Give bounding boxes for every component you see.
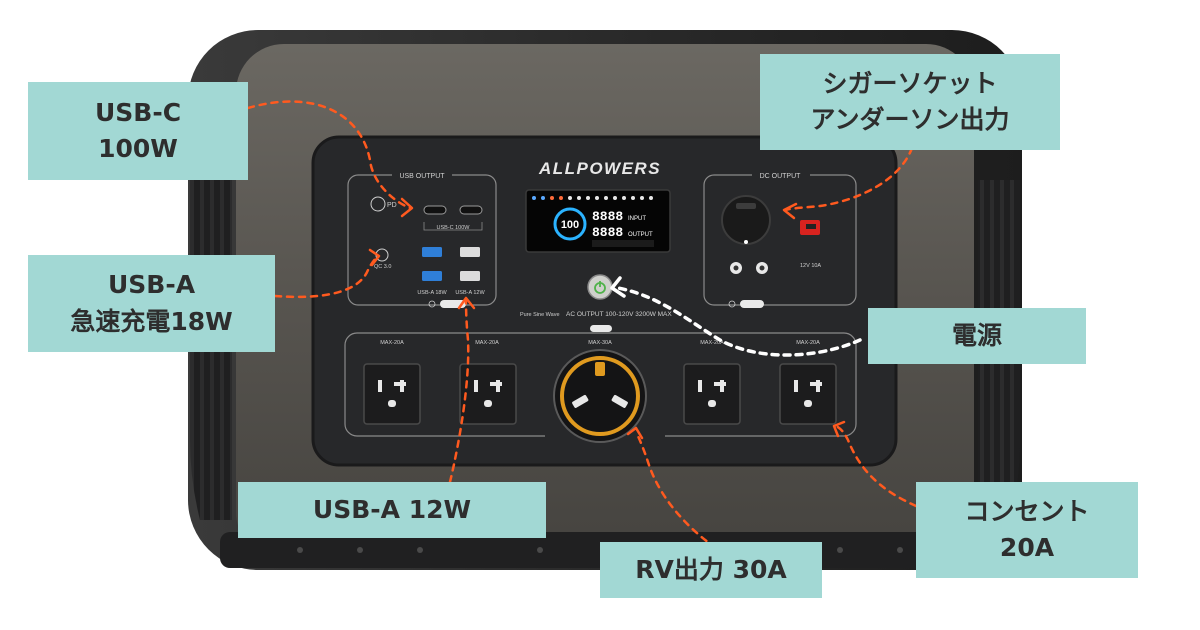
- brand-logo: ALLPOWERS: [538, 159, 661, 178]
- dc-switch: [740, 300, 764, 308]
- battery-ring: [553, 207, 587, 241]
- callout-usb-c-line2: 100W: [98, 134, 178, 163]
- callout-usb-c: USB-C 100W: [28, 82, 248, 180]
- outlet2-max: MAX-20A: [475, 340, 499, 346]
- usb-c-port-1: [423, 205, 447, 215]
- usba-fast-label: USB-A 18W: [417, 290, 447, 296]
- arrow-outlet: [834, 424, 918, 508]
- callout-cigar-anderson: シガーソケット アンダーソン出力: [760, 54, 1060, 150]
- usb-a-port-3: [460, 247, 480, 257]
- ac-outlet-4: [779, 363, 837, 425]
- callout-usb-a-12w-line1: USB-A 12W: [312, 494, 472, 524]
- qc-label: QC 3.0: [374, 264, 391, 270]
- battery-percent: 100: [561, 219, 579, 231]
- callout-rv-line1: RV出力 30A: [635, 554, 787, 584]
- callout-cigar-line2: アンダーソン出力: [810, 105, 1010, 134]
- dc-output-title: DC OUTPUT: [760, 173, 802, 180]
- outlet1-max: MAX-20A: [380, 340, 404, 346]
- input-value: 8888: [592, 209, 623, 224]
- output-value: 8888: [592, 225, 623, 240]
- usbc-port-label: USB-C 100W: [436, 225, 470, 231]
- callout-outlet-line1: コンセント: [964, 496, 1090, 526]
- callout-outlet: コンセント 20A: [916, 482, 1138, 578]
- callout-rv: RV出力 30A: [600, 542, 822, 598]
- rv-outlet-30a: [553, 349, 647, 443]
- callout-usb-a-12w: USB-A 12W: [238, 482, 546, 538]
- callout-usb-a-fast-line2: 急速充電18W: [70, 306, 233, 336]
- callout-cigar-line1: シガーソケット: [822, 68, 998, 98]
- arrow-rv: [634, 430, 718, 550]
- callout-power-line1: 電源: [951, 320, 1002, 350]
- usb-a-port-2: [422, 271, 442, 281]
- callout-outlet-line2: 20A: [999, 533, 1055, 562]
- input-label: INPUT: [628, 216, 646, 222]
- arrow-usb-a-12w: [448, 298, 470, 484]
- ac-outlet-2: [459, 363, 517, 425]
- ac-outlet-3: [683, 363, 741, 425]
- usb-a-port-1: [422, 247, 442, 257]
- dc-rating-label: 12V 10A: [800, 263, 821, 269]
- pure-sine-label: Pure Sine Wave: [520, 312, 560, 318]
- ac-switch: [590, 325, 612, 332]
- ac-output-label: AC OUTPUT 100-120V 3200W MAX: [566, 311, 672, 318]
- outlet4-max: MAX-20A: [796, 340, 820, 346]
- callout-power: 電源: [868, 308, 1086, 364]
- outlet3-max: MAX-20A: [700, 340, 724, 346]
- usb-output-title: USB OUTPUT: [399, 173, 445, 180]
- callout-usb-c-line1: USB-C: [94, 97, 182, 127]
- callout-usb-a-fast: USB-A 急速充電18W: [28, 255, 275, 352]
- arrow-usb-c: [246, 100, 412, 210]
- arrow-cigar: [784, 146, 914, 212]
- usb-c-port-2: [459, 205, 483, 215]
- output-label: OUTPUT: [628, 232, 653, 238]
- arrow-power: [616, 286, 862, 357]
- status-icons-row: [532, 196, 653, 200]
- callout-usb-a-fast-line1: USB-A: [107, 270, 196, 300]
- ac-outlet-1: [363, 363, 421, 425]
- usba-std-label: USB-A 12W: [455, 290, 485, 296]
- rv-max: MAX-30A: [588, 340, 612, 346]
- usb-a-port-4: [460, 271, 480, 281]
- pd-label: PD: [387, 202, 397, 209]
